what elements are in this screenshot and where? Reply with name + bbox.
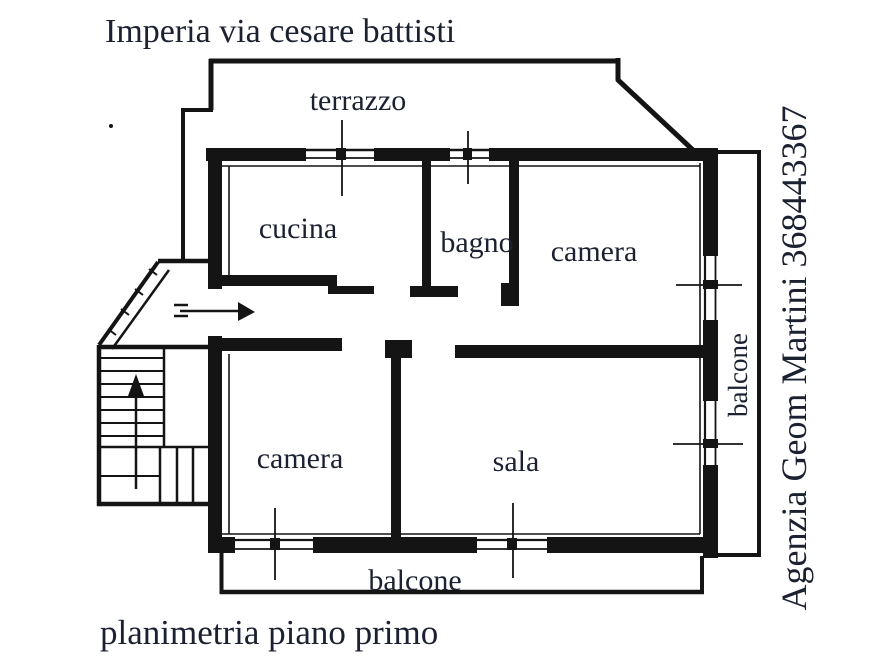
terrazzo-diagonal-edge — [615, 77, 696, 153]
stray-dot — [109, 124, 113, 128]
window-bottom-sala — [477, 503, 547, 578]
room-label-balcone-right: balcone — [723, 333, 753, 417]
room-label-camera-bottom: camera — [257, 442, 344, 475]
exterior-wall-left-lower — [208, 336, 222, 553]
window-bottom-camera — [235, 508, 313, 580]
window-top-cucina — [306, 120, 374, 196]
wall-spine-east — [455, 345, 703, 358]
exterior-wall-right — [703, 148, 718, 558]
wall-bagno-foot — [410, 286, 458, 297]
room-label-sala: sala — [493, 445, 540, 478]
room-label-terrazzo: terrazzo — [310, 84, 407, 117]
plan-caption: planimetria piano primo — [100, 613, 438, 652]
room-label-camera-top: camera — [551, 235, 638, 268]
balcony-right-outline — [716, 150, 761, 557]
wall-cucina-south — [221, 275, 337, 286]
arrow-head-icon — [128, 374, 144, 396]
agency-note: Agenzia Geom Martini 368443367 — [774, 106, 814, 611]
interior-partitions — [221, 161, 703, 537]
exterior-wall-bottom — [208, 537, 703, 553]
wall-cucina-door-jamb — [328, 275, 337, 294]
wall-bagno-camera — [509, 161, 519, 306]
stairs-up-arrow — [128, 374, 144, 489]
exterior-wall-left-upper — [208, 148, 222, 289]
wall-camera-sala — [391, 351, 401, 537]
room-label-bagno: bagno — [440, 226, 513, 259]
arrow-head-icon — [238, 302, 255, 321]
balcony-bottom-outline — [219, 553, 704, 595]
entry-diagonal-wall — [97, 260, 171, 350]
wall-spine-west — [221, 338, 342, 351]
terrazzo-outline — [158, 58, 696, 264]
wall-cucina-south-lip — [337, 286, 374, 294]
staircase — [99, 346, 208, 504]
wall-bagno-camera-foot — [501, 283, 510, 306]
entry-arrow — [174, 302, 255, 321]
window-top-bagno — [450, 131, 489, 184]
room-label-balcone-bottom: balcone — [368, 564, 461, 597]
room-label-cucina: cucina — [259, 212, 337, 245]
window-right-sala — [673, 401, 743, 465]
page-title: Imperia via cesare battisti — [105, 13, 455, 50]
window-right-camera — [676, 256, 742, 320]
wall-cucina-bagno — [422, 161, 431, 287]
